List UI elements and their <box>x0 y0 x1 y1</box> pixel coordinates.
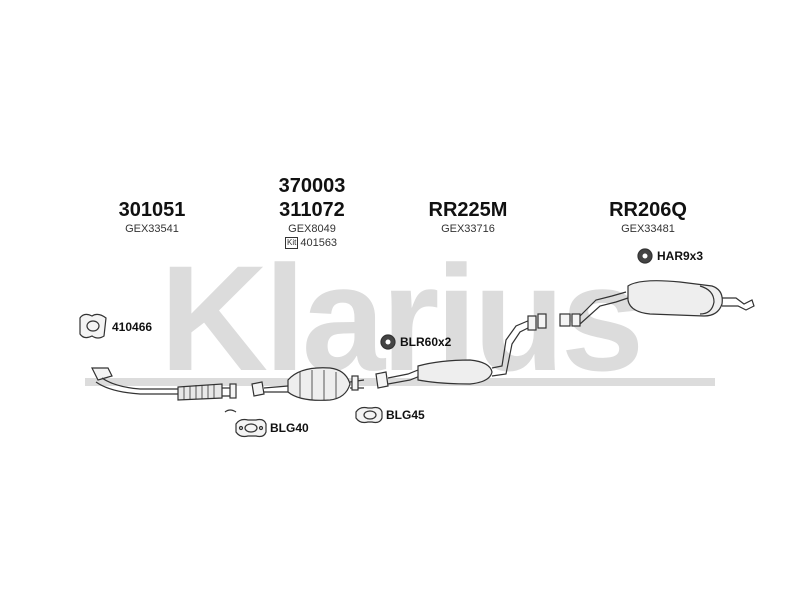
part-number: RR225M <box>428 199 508 221</box>
part-catalyst: 370003 311072 GEX8049 <box>252 174 372 236</box>
part-middle-silencer: RR225M GEX33716 <box>408 198 528 236</box>
flange-gasket-icon <box>355 406 383 424</box>
callout-blr60: BLR60x2 <box>400 335 452 349</box>
kit-badge: Kit <box>285 237 299 249</box>
part-front-pipe: 301051 GEX33541 <box>92 198 212 236</box>
callout-blg40: BLG40 <box>270 421 309 435</box>
gasket-icon <box>79 313 107 339</box>
middle-silencer-drawing <box>375 313 547 389</box>
callout-har9: HAR9x3 <box>657 249 704 263</box>
catalyst-drawing <box>224 367 365 413</box>
flange-gasket-icon <box>235 418 267 438</box>
kit-number: 401563 <box>300 237 338 249</box>
callout-blg45: BLG45 <box>386 408 425 422</box>
part-rear-silencer: RR206Q GEX33481 <box>588 198 708 236</box>
part-ref: GEX33541 <box>125 223 179 235</box>
part-ref: GEX33481 <box>621 223 675 235</box>
rubber-mount-icon <box>637 248 653 264</box>
part-number: RR206Q <box>609 199 687 221</box>
part-ref: GEX8049 <box>288 223 336 235</box>
callout-gasket: 410466 <box>112 320 153 334</box>
part-number-top: 370003 <box>278 175 346 197</box>
rear-silencer-drawing <box>559 280 755 327</box>
part-number: 311072 <box>279 199 345 221</box>
front-pipe-drawing <box>91 367 237 401</box>
rubber-mount-icon <box>380 334 396 350</box>
part-ref: GEX33716 <box>441 223 495 235</box>
part-number: 301051 <box>118 199 186 221</box>
